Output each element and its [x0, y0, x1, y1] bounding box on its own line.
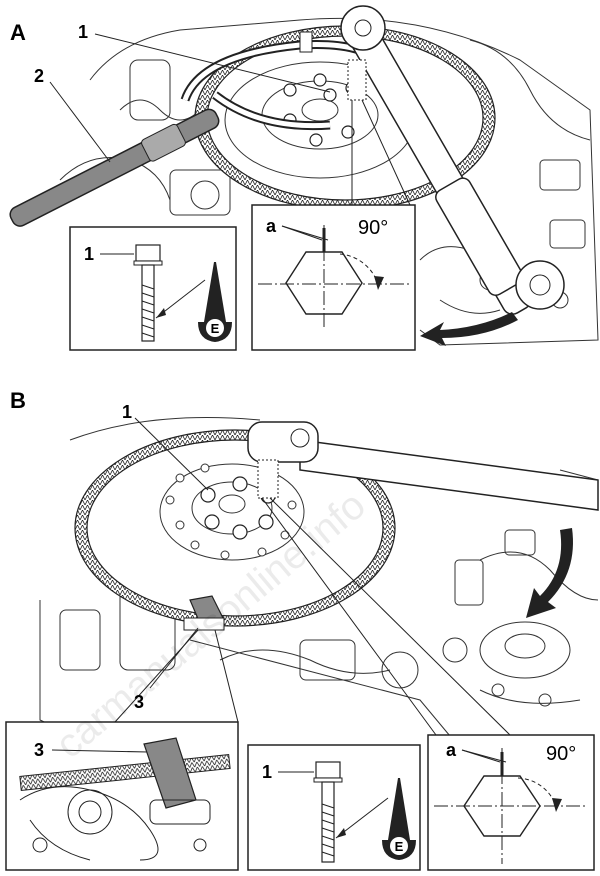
inset-angle-b: a 90° — [427, 734, 595, 871]
panel-a: A — [9, 5, 599, 351]
oil-can-icon-a: E — [198, 262, 232, 342]
callout-2-a: 2 — [34, 66, 44, 86]
bolt-1-b — [200, 487, 216, 503]
oil-symbol-b: E — [395, 839, 404, 854]
inset-stopper-label-b: 3 — [34, 740, 44, 760]
inset-bolt-label-b: 1 — [262, 762, 272, 782]
panel-b: B — [5, 388, 599, 871]
rotation-arrow-b — [526, 528, 573, 618]
leader-lines-a — [49, 33, 411, 206]
bolt-icon-b — [313, 761, 343, 863]
oil-can-icon-b: E — [382, 778, 416, 860]
rotation-arrow-a — [420, 312, 518, 346]
bolt-1-a — [323, 88, 337, 102]
mark-label-a: a — [266, 216, 277, 236]
engine-background-b — [39, 417, 599, 761]
angle-label-b: 90° — [546, 743, 576, 765]
inset-bolt-oil-a: 1 E — [69, 226, 237, 351]
panel-b-letter: B — [10, 388, 26, 413]
torque-wrench-b — [247, 421, 599, 511]
inset-angle-a: a 90° — [251, 204, 416, 351]
torque-wrench-a — [340, 5, 565, 315]
flywheel-holes-b — [165, 463, 297, 560]
bolt-icon-a — [133, 244, 163, 342]
inset-stopper-b: 3 — [5, 721, 239, 871]
angle-label-a: 90° — [358, 217, 388, 239]
flywheel-stopper-b — [183, 595, 225, 631]
inset-bolt-oil-b: 1 E — [247, 744, 421, 871]
oil-symbol-a: E — [211, 321, 220, 336]
callout-1-a: 1 — [78, 22, 88, 42]
mark-label-b: a — [446, 740, 457, 760]
callout-3-b: 3 — [134, 692, 144, 712]
callout-1-b: 1 — [122, 402, 132, 422]
panel-a-letter: A — [10, 20, 26, 45]
inset-bolt-label-a: 1 — [84, 244, 94, 264]
leader-lines-b — [114, 417, 511, 736]
